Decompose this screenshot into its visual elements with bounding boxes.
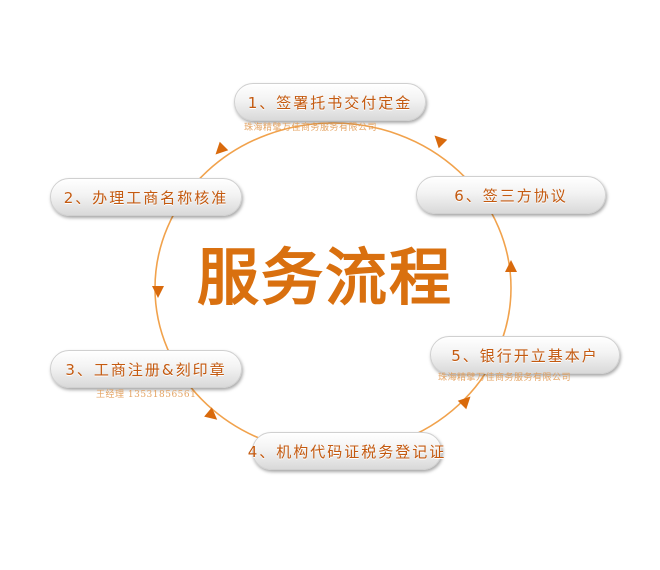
arrow-step2-to-step3 (152, 286, 164, 298)
step-2-label: 2、办理工商名称核准 (63, 188, 229, 207)
arrow-step3-to-step4 (204, 407, 218, 420)
arrow-step4-to-step5 (457, 396, 471, 410)
step-6-box: 6、签三方协议 (416, 176, 606, 214)
step-5-subtext: 珠海精擘万佳商务服务有限公司 (438, 373, 572, 383)
arrow-step1-to-step2 (215, 141, 229, 155)
step-1-box: 1、签署托书交付定金 (234, 83, 426, 121)
step-3-box: 3、工商注册&刻印章 (50, 350, 242, 388)
diagram-title: 服务流程 (196, 241, 453, 314)
step-4-label: 4、机构代码证税务登记证 (247, 442, 447, 461)
step-5-box: 5、银行开立基本户 (430, 336, 620, 374)
arrow-step5-to-step6 (505, 260, 517, 272)
step-1-subtext: 珠海精擘万佳商务服务有限公司 (244, 123, 378, 133)
step-1-label: 1、签署托书交付定金 (247, 93, 413, 112)
arrow-step6-to-step1 (434, 135, 448, 149)
step-3-label: 3、工商注册&刻印章 (65, 360, 227, 379)
step-3-subtext: 王经理 13531856561 (96, 390, 197, 400)
step-6-label: 6、签三方协议 (454, 186, 568, 205)
step-5-label: 5、银行开立基本户 (451, 346, 599, 365)
step-4-box: 4、机构代码证税务登记证 (248, 432, 444, 470)
step-2-box: 2、办理工商名称核准 (50, 178, 242, 216)
